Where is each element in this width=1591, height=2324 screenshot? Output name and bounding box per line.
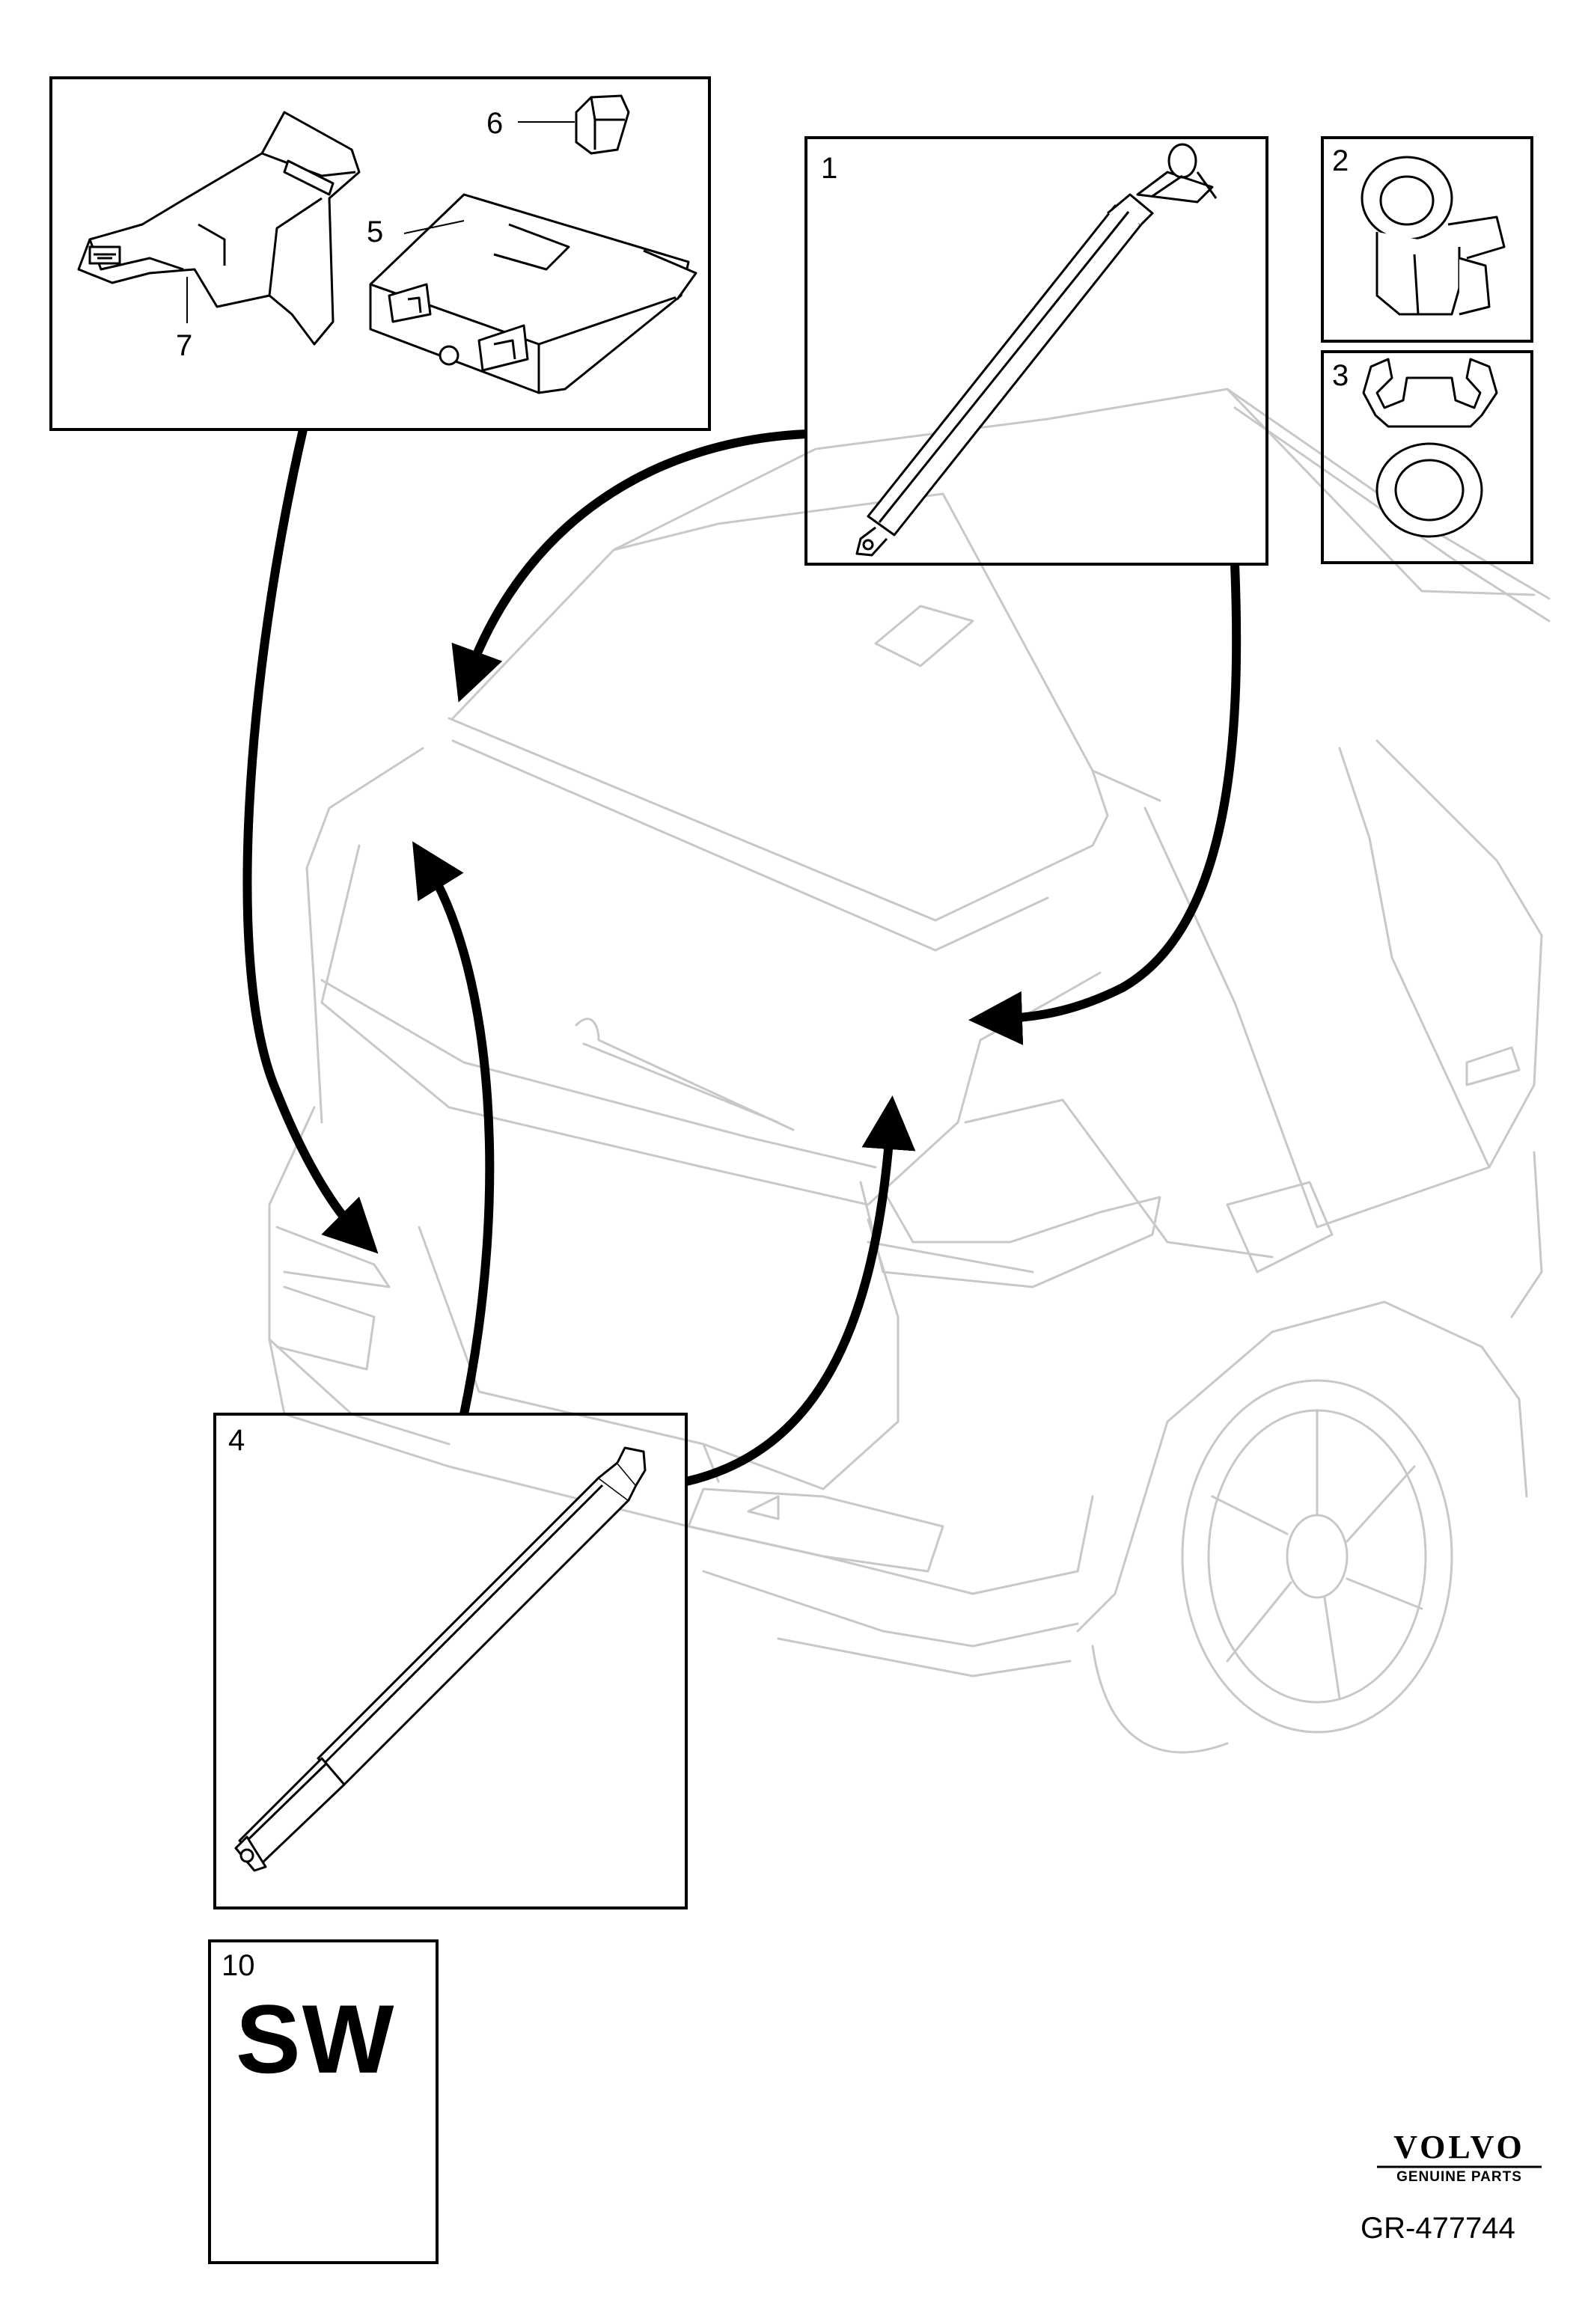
panel-4-frame	[213, 1413, 688, 1909]
leader-arrows	[242, 428, 1242, 1486]
car-outline	[268, 388, 1551, 1754]
arrow-panel-1-to-left-hinge	[451, 429, 807, 703]
callout-2: 2	[1332, 144, 1349, 177]
panel-3-frame	[1321, 350, 1533, 564]
control-module-part-5	[369, 193, 697, 394]
arrow-panel-4-to-left-mount	[412, 841, 495, 1416]
grommet-part-3	[1362, 358, 1498, 538]
callout-7: 7	[176, 329, 193, 362]
panel-7-5-6-frame	[49, 76, 711, 431]
bracket-part-7	[77, 111, 361, 346]
callout-1: 1	[821, 152, 838, 185]
arrow-panel-4-to-right-mount	[685, 1095, 916, 1486]
panel-1-frame	[804, 136, 1268, 566]
diagram-reference-code: GR-477744	[1361, 2212, 1515, 2245]
panel-frames	[49, 76, 1533, 2264]
callout-6: 6	[486, 107, 504, 140]
leader-line-5	[403, 220, 465, 234]
callout-3: 3	[1332, 359, 1349, 392]
callout-4: 4	[228, 1424, 245, 1457]
callout-5: 5	[367, 215, 384, 248]
brand-tagline: GENUINE PARTS	[1396, 2169, 1522, 2185]
brand-logo: VOLVO	[1393, 2129, 1525, 2165]
software-label: SW	[236, 1984, 396, 2094]
arrow-panel-1-to-right-hinge	[968, 563, 1242, 1045]
nut-part-6	[575, 94, 630, 155]
arrow-panel-7-to-rear	[242, 428, 379, 1254]
spindle-part-1	[855, 143, 1218, 557]
panel-2-frame	[1321, 136, 1533, 343]
clip-part-2	[1361, 156, 1506, 316]
gas-strut-part-4	[234, 1446, 647, 1872]
callout-10: 10	[222, 1949, 255, 1982]
panel-10-frame	[208, 1939, 439, 2264]
